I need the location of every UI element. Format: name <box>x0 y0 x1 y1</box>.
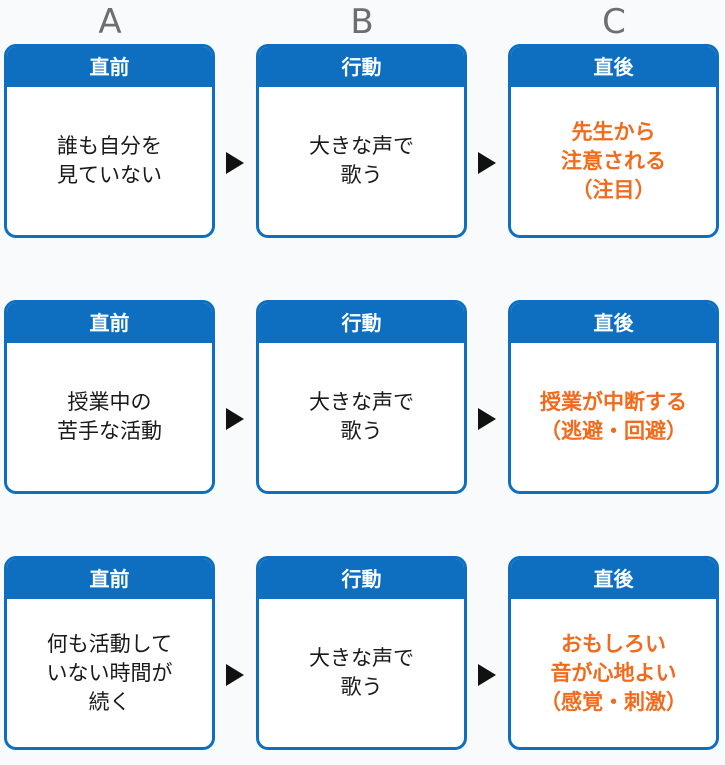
right-arrow-icon <box>226 664 244 686</box>
right-arrow-icon <box>478 408 496 430</box>
box-header: 直後 <box>511 47 716 87</box>
right-arrow-icon <box>478 664 496 686</box>
column-label-a: A <box>98 2 122 42</box>
right-arrow-icon <box>226 152 244 174</box>
box-body: 大きな声で 歌う <box>309 646 414 699</box>
box-header: 直後 <box>511 559 716 599</box>
box-header: 行動 <box>259 559 464 599</box>
box-body: 大きな声で 歌う <box>309 390 414 443</box>
box-behavior: 行動 大きな声で 歌う <box>256 300 467 494</box>
column-label-c: C <box>602 2 626 42</box>
box-body: 誰も自分を 見ていない <box>57 134 162 187</box>
box-body: おもしろい 音が心地よい （感覚・刺激） <box>540 631 687 714</box>
right-arrow-icon <box>226 408 244 430</box>
box-consequence: 直後 授業が中断する （逃避・回避） <box>508 300 719 494</box>
box-header: 行動 <box>259 47 464 87</box>
box-body: 先生から 注意される （注目） <box>561 119 666 202</box>
box-body: 大きな声で 歌う <box>309 134 414 187</box>
box-body: 何も活動して いない時間が 続く <box>46 631 173 714</box>
box-antecedent: 直前 何も活動して いない時間が 続く <box>4 556 215 750</box>
box-behavior: 行動 大きな声で 歌う <box>256 556 467 750</box>
box-body: 授業が中断する （逃避・回避） <box>540 390 687 443</box>
box-body: 授業中の 苦手な活動 <box>57 390 162 443</box>
box-consequence: 直後 おもしろい 音が心地よい （感覚・刺激） <box>508 556 719 750</box>
box-header: 直前 <box>7 559 212 599</box>
box-header: 直前 <box>7 47 212 87</box>
box-antecedent: 直前 誰も自分を 見ていない <box>4 44 215 238</box>
box-behavior: 行動 大きな声で 歌う <box>256 44 467 238</box>
box-consequence: 直後 先生から 注意される （注目） <box>508 44 719 238</box>
column-label-b: B <box>350 2 374 42</box>
right-arrow-icon <box>478 152 496 174</box>
box-header: 行動 <box>259 303 464 343</box>
box-antecedent: 直前 授業中の 苦手な活動 <box>4 300 215 494</box>
box-header: 直後 <box>511 303 716 343</box>
box-header: 直前 <box>7 303 212 343</box>
